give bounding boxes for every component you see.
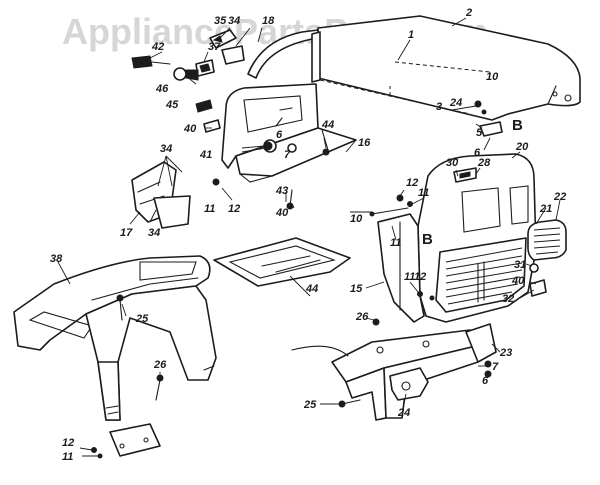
callout-5: 5	[476, 127, 483, 139]
bolt-45-part[interactable]	[321, 129, 330, 156]
reference-letter-b-hood: B	[512, 117, 523, 134]
callout-41: 40	[183, 123, 197, 135]
callout-39: 42	[151, 41, 164, 53]
grille-housing-part[interactable]	[417, 153, 537, 323]
callout-11: 10	[350, 213, 363, 225]
bracket-5-part[interactable]	[479, 121, 503, 137]
callout-21: 21	[539, 203, 552, 215]
callout-46: 46	[155, 83, 169, 95]
callout-20: 20	[515, 141, 529, 153]
callout-42: 41	[199, 149, 212, 161]
bracket-33-part[interactable]	[221, 45, 245, 65]
callout-13-side: 11	[404, 271, 415, 283]
fender-part[interactable]	[13, 255, 217, 421]
callout-10: 10	[486, 71, 499, 83]
screw-14-13-fender-part[interactable]	[91, 447, 103, 459]
dash-panel-part[interactable]	[221, 83, 357, 183]
callout-31: 31	[514, 259, 526, 271]
callout-30: 30	[446, 157, 459, 169]
callout-22: 22	[553, 191, 566, 203]
callout-45: 44	[321, 119, 334, 131]
bolt-27-frame-part[interactable]	[372, 318, 380, 326]
callout-37: 38	[50, 253, 63, 265]
callout-13-grille: 11	[418, 187, 429, 199]
callout-labels: 35 34 18 2 1 42 37 46 45 40 41 7 6 44 16…	[50, 7, 566, 463]
callout-13-dash: 11	[204, 203, 215, 215]
callout-34: 35	[214, 15, 227, 27]
knob-46-part[interactable]	[173, 67, 199, 81]
callout-35: 37	[208, 41, 221, 53]
callout-26-fender: 25	[135, 313, 149, 325]
nut-4-7-part[interactable]	[484, 360, 492, 378]
callout-28: 28	[477, 157, 491, 169]
hood-part[interactable]	[317, 15, 581, 121]
callout-33-left: 34	[160, 143, 172, 155]
bolt-26-bottom-part[interactable]	[338, 399, 361, 408]
callout-6: 6	[474, 147, 481, 159]
reference-letter-b-grille: B	[422, 231, 433, 248]
screw-24-part[interactable]	[474, 100, 487, 115]
callout-14-dash: 12	[228, 203, 240, 215]
leader-lines	[57, 17, 561, 457]
callout-27-frame: 26	[355, 311, 369, 323]
callout-7-frame: 7	[492, 361, 499, 373]
hood-seal-part[interactable]	[311, 31, 321, 83]
frame-part[interactable]	[291, 323, 497, 421]
callout-40: 43	[275, 185, 288, 197]
clip-35-part[interactable]	[195, 59, 215, 77]
callout-3: 3	[436, 101, 442, 113]
bolt-26-fender-part[interactable]	[116, 294, 124, 321]
callout-25: 24	[397, 407, 410, 419]
callout-4-frame: 6	[482, 375, 489, 387]
callout-1: 1	[408, 29, 414, 41]
mud-flap-part[interactable]	[109, 423, 161, 457]
callout-16: 16	[358, 137, 371, 149]
switch-42-part[interactable]	[263, 141, 273, 151]
callout-15: 15	[350, 283, 363, 295]
callout-24: 24	[449, 97, 462, 109]
screw-13-left-part[interactable]	[212, 178, 220, 186]
bolt-27-fender-part[interactable]	[155, 374, 164, 401]
callout-14-grille: 12	[406, 177, 418, 189]
callout-7-dash: 7	[284, 149, 291, 161]
callout-26-frame: 25	[303, 399, 317, 411]
callout-4-dash: 6	[276, 129, 283, 141]
callout-33-top: 34	[228, 15, 240, 27]
callout-32: 32	[502, 293, 514, 305]
pin-41-part[interactable]	[203, 119, 221, 133]
callout-43: 44	[305, 283, 318, 295]
callout-2: 2	[465, 7, 472, 19]
callout-23: 23	[499, 347, 512, 359]
clip-31-part[interactable]	[529, 263, 539, 273]
callout-12: 11	[390, 237, 401, 249]
rod-part[interactable]	[369, 207, 409, 217]
callout-33-bottom: 34	[148, 227, 160, 239]
bolt-38-part[interactable]	[286, 189, 294, 210]
callout-38-grille: 40	[511, 275, 525, 287]
callout-18: 18	[262, 15, 275, 27]
screws-13-14-grille-part[interactable]	[396, 194, 435, 301]
floor-plate-part[interactable]	[213, 237, 351, 287]
callout-14-fender: 12	[62, 437, 74, 449]
headlight-lens-part[interactable]	[527, 219, 567, 261]
callout-44: 45	[165, 99, 179, 111]
seat-bracket-part[interactable]	[131, 155, 191, 229]
side-panel-part[interactable]	[377, 213, 425, 323]
callout-38-dash: 40	[275, 207, 289, 219]
callout-13-fender: 11	[62, 451, 73, 463]
frame-bracket-part[interactable]	[389, 367, 429, 401]
callout-27-fender: 26	[153, 359, 167, 371]
callout-17: 17	[120, 227, 133, 239]
callout-14-side: 12	[414, 271, 426, 283]
key-39-part[interactable]	[131, 55, 171, 69]
